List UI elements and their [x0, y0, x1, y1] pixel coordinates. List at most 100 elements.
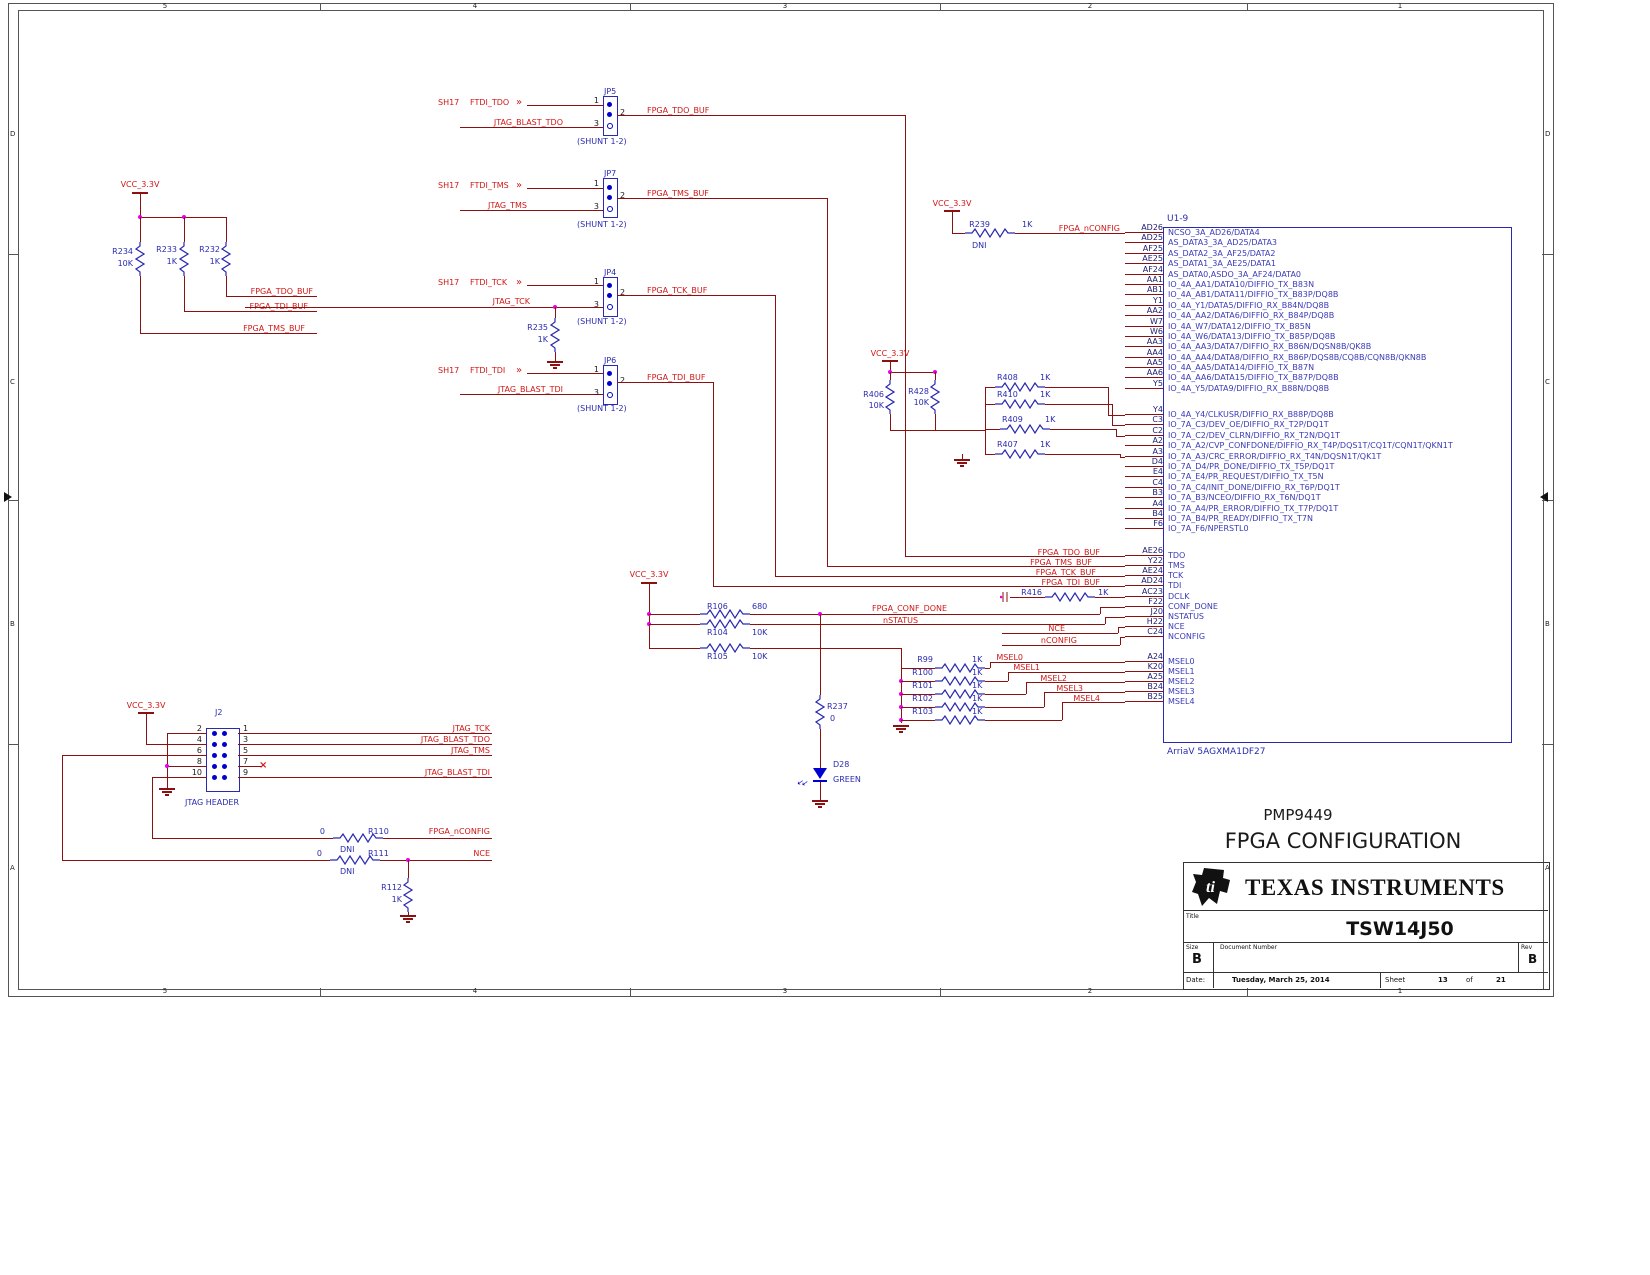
pin-number: F22 — [1125, 597, 1163, 607]
resistor-r103[interactable] — [935, 715, 985, 725]
pin-name: NCE — [1168, 621, 1185, 631]
ref-des: R105 — [707, 652, 728, 661]
value-label: 10K — [752, 652, 768, 661]
header-pin — [212, 742, 217, 747]
wire — [1108, 387, 1109, 415]
field-label: Rev — [1521, 944, 1533, 951]
led-diode-icon[interactable] — [813, 768, 827, 779]
net-label: JTAG_BLAST_TDO — [420, 735, 490, 744]
pin-number: AF24 — [1125, 265, 1163, 275]
resistor-r416[interactable] — [1045, 592, 1095, 602]
resistor-r104[interactable] — [700, 619, 750, 629]
resistor-r102[interactable] — [935, 702, 985, 712]
rev-value: B — [1528, 952, 1538, 966]
resistor-r101[interactable] — [935, 689, 985, 699]
resistor-r407[interactable] — [995, 449, 1045, 459]
pin-name: IO_7A_B4/PR_READY/DIFFIO_TX_T7N — [1168, 513, 1313, 523]
resistor-r232[interactable] — [221, 242, 231, 276]
resistor-r409[interactable] — [1000, 424, 1050, 434]
resistor-r410[interactable] — [995, 399, 1045, 409]
fpga-block-u1-9[interactable] — [1163, 227, 1512, 743]
jumper-pin — [607, 123, 613, 129]
shunt-note: (SHUNT 1-2) — [577, 137, 627, 146]
resistor-r237[interactable] — [815, 695, 825, 729]
resistor-r99[interactable] — [935, 663, 985, 673]
zone-label: 4 — [472, 987, 478, 995]
wire — [184, 217, 185, 242]
frame-arrow-icon — [4, 492, 12, 502]
pin-number: AD26 — [1125, 223, 1163, 233]
wire — [527, 188, 603, 189]
resistor-r234[interactable] — [135, 242, 145, 276]
resistor-r235[interactable] — [550, 318, 560, 352]
jtag-header-j2[interactable] — [206, 728, 240, 792]
offpage-connector-icon — [516, 98, 522, 107]
resistor-r110[interactable] — [333, 833, 383, 843]
wire — [713, 586, 1125, 587]
resistor-r408[interactable] — [995, 382, 1045, 392]
field-label: of — [1466, 976, 1473, 984]
power-net-label: VCC_3.3V — [870, 349, 910, 358]
wire — [460, 210, 603, 211]
net-label: MSEL2 — [1040, 674, 1067, 683]
wire — [460, 127, 603, 128]
zone-label: 1 — [1397, 2, 1403, 10]
pin-number: W7 — [1125, 317, 1163, 327]
pin-number: A25 — [1125, 672, 1163, 683]
pin-name: TCK — [1168, 571, 1184, 581]
value-label: 1K — [972, 707, 983, 716]
resistor-r106[interactable] — [700, 609, 750, 619]
wire — [985, 454, 995, 455]
pin-name: IO_7A_A4/PR_ERROR/DIFFIO_TX_T7P/DQ1T — [1168, 503, 1339, 513]
ref-des: R101 — [912, 681, 933, 690]
header-pin — [222, 775, 227, 780]
wire — [890, 414, 891, 430]
value-label: 0 — [319, 827, 325, 836]
resistor-r112[interactable] — [403, 878, 413, 912]
ref-des: R406 — [863, 390, 884, 399]
jumper-pin — [607, 185, 612, 190]
net-label: JTAG_TMS — [487, 201, 527, 210]
pin-name: IO_7A_C3/DEV_OE/DIFFIO_RX_T2P/DQ1T — [1168, 420, 1329, 430]
wire — [985, 681, 1008, 682]
wire — [1112, 404, 1113, 425]
wire — [827, 198, 828, 566]
resistor-r105[interactable] — [700, 643, 750, 653]
pin-name: CONF_DONE — [1168, 601, 1218, 611]
resistor-r428[interactable] — [930, 380, 940, 414]
gnd-symbol — [159, 788, 175, 798]
wire — [1008, 672, 1125, 673]
size-value: B — [1192, 952, 1202, 967]
pin-name: IO_4A_AB1/DATA11/DIFFIO_TX_B83P/DQ8B — [1168, 290, 1339, 300]
resistor-r239[interactable] — [965, 228, 1015, 238]
dni-note: DNI — [340, 845, 355, 854]
resistor-r100[interactable] — [935, 676, 985, 686]
wire — [901, 720, 935, 721]
resistor-r233[interactable] — [179, 242, 189, 276]
gnd-symbol — [954, 459, 970, 469]
pin-name: IO_4A_Y1/DATA5/DIFFIO_RX_B84N/DQ8B — [1168, 300, 1330, 310]
ref-des: D28 — [833, 760, 850, 769]
pin-name: IO_4A_AA3/DATA7/DIFFIO_RX_B86N/DQSN8B/QK… — [1168, 342, 1372, 352]
wire — [905, 556, 1125, 557]
ref-des: R106 — [707, 602, 728, 611]
net-label: FTDI_TDO — [470, 98, 510, 107]
resistor-r406[interactable] — [885, 380, 895, 414]
pin-name: IO_7A_E4/PR_REQUEST/DIFFIO_TX_T5N — [1168, 472, 1324, 482]
wire — [617, 382, 713, 383]
pin-number: AA4 — [1125, 348, 1163, 358]
ref-des: JP7 — [604, 169, 617, 178]
resistor-r111[interactable] — [330, 855, 380, 865]
wire — [245, 307, 603, 308]
pin-number: A3 — [1125, 447, 1163, 457]
pin-number: 3 — [593, 202, 599, 211]
wire — [750, 624, 1105, 625]
wire — [905, 115, 906, 556]
